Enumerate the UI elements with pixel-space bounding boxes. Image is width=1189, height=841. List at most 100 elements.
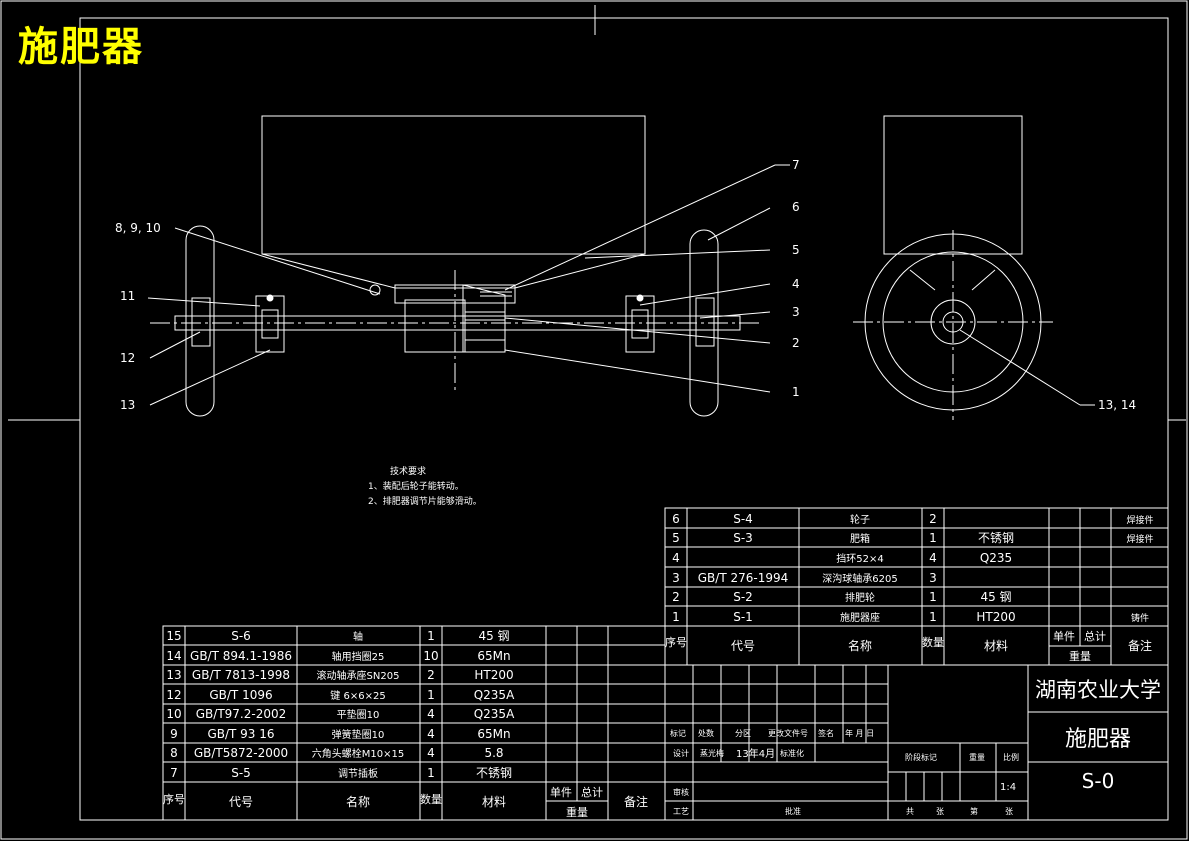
- bom-cell-code: GB/T 276-1994: [698, 571, 789, 585]
- callout-11: 11: [120, 289, 135, 303]
- bom-cell-name: 深沟球轴承6205: [822, 572, 897, 585]
- left-wheel: [185, 225, 215, 417]
- bom-cell-no: 10: [166, 707, 181, 721]
- drawing-title: 施肥器: [18, 24, 144, 70]
- callout-7: 7: [792, 158, 800, 172]
- bom-header-total: 总计: [1084, 629, 1106, 643]
- bom-cell-qty: 2: [929, 512, 937, 526]
- bom-cell-no: 8: [170, 746, 178, 760]
- tb-weight: 重量: [969, 752, 985, 762]
- bom-cell-name: 肥箱: [850, 532, 870, 545]
- bom-cell-name: 弹簧垫圈10: [332, 728, 385, 741]
- bom-cell-material: 不锈钢: [476, 766, 512, 780]
- bom-header-unit: 单件: [1053, 630, 1075, 643]
- bom-cell-qty: 3: [929, 571, 937, 585]
- bom-header-material: 材料: [482, 795, 506, 809]
- bom-cell-qty: 1: [929, 610, 937, 624]
- tb-total: 共: [906, 807, 914, 816]
- tech-item-2: 2、排肥器调节片能够滑动。: [368, 495, 482, 507]
- bom-cell-qty: 1: [929, 590, 937, 604]
- bom-cell-no: 12: [166, 688, 181, 702]
- tech-item-1: 1、装配后轮子能转动。: [368, 480, 464, 492]
- bom-header-unit: 单件: [550, 786, 572, 799]
- bom-cell-code: S-3: [733, 531, 753, 545]
- drawing-number: S-0: [1082, 769, 1115, 793]
- left-hub: [191, 297, 211, 347]
- bom-cell-no: 6: [672, 512, 680, 526]
- bom-cell-name: 排肥轮: [845, 591, 875, 604]
- tb-mark: 标记: [670, 728, 686, 738]
- metering-wheel: [462, 284, 506, 353]
- drawing-name: 施肥器: [1065, 727, 1131, 752]
- bom-cell-qty: 4: [427, 707, 435, 721]
- tb-scale-value: 1:4: [1000, 782, 1016, 793]
- tb-design: 设计: [673, 748, 689, 758]
- tb-stage-mark: 阶段标记: [905, 752, 937, 762]
- bom-cell-code: S-2: [733, 590, 753, 604]
- lower-bom-grid: [162, 625, 888, 821]
- bom-cell-no: 13: [166, 668, 181, 682]
- callout-2: 2: [792, 336, 800, 350]
- bom-cell-code: GB/T 7813-1998: [192, 668, 290, 682]
- bom-cell-code: S-4: [733, 512, 753, 526]
- bom-cell-no: 3: [672, 571, 680, 585]
- tb-date: 年 月 日: [845, 728, 874, 738]
- bom-cell-material: HT200: [976, 610, 1015, 624]
- bom-header-weight: 重量: [566, 805, 588, 819]
- bom-cell-name: 轴: [353, 630, 363, 643]
- tb-design-date: 13年4月: [736, 747, 775, 760]
- bom-cell-code: S-6: [231, 629, 251, 643]
- side-view: [853, 115, 1053, 420]
- bom-header-material: 材料: [984, 639, 1008, 653]
- bom-cell-name: 挡环52×4: [836, 552, 883, 565]
- bom-header-qty: 数量: [420, 793, 442, 806]
- bom-cell-qty: 4: [427, 746, 435, 760]
- bom-cell-no: 2: [672, 590, 680, 604]
- bom-cell-name: 调节插板: [338, 767, 378, 780]
- tb-process: 工艺: [673, 807, 689, 816]
- bom-cell-code: S-5: [231, 766, 251, 780]
- tb-sheets-unit: 张: [936, 807, 944, 816]
- tb-sheet-no: 第: [970, 806, 978, 816]
- title-block-grid: [664, 664, 1169, 821]
- callout-6: 6: [792, 200, 800, 214]
- callout-8-9-10: 8, 9, 10: [115, 221, 161, 235]
- callout-12: 12: [120, 351, 135, 365]
- bom-cell-qty: 2: [427, 668, 435, 682]
- metering-housing: [404, 299, 466, 353]
- bom-header-qty: 数量: [922, 636, 944, 649]
- bom-header-no: 序号: [163, 792, 185, 806]
- callout-13: 13: [120, 398, 135, 412]
- tech-heading: 技术要求: [390, 465, 426, 477]
- bom-cell-no: 4: [672, 551, 680, 565]
- tb-count: 处数: [698, 728, 714, 738]
- bom-cell-qty: 4: [427, 727, 435, 741]
- bom-cell-qty: 1: [427, 629, 435, 643]
- bom-header-name: 名称: [848, 638, 872, 653]
- callout-1: 1: [792, 385, 800, 399]
- bom-cell-name: 平垫圈10: [337, 708, 380, 721]
- bom-header-name: 名称: [346, 794, 370, 809]
- leader-lines: [147, 164, 1095, 406]
- upper-bom-grid: [664, 507, 1169, 666]
- tb-designer: 蒸光梅: [700, 748, 724, 758]
- bom-cell-no: 15: [166, 629, 181, 643]
- tb-scale: 比例: [1003, 752, 1019, 762]
- hopper-box: [261, 115, 646, 255]
- bom-cell-code: GB/T5872-2000: [194, 746, 288, 760]
- bom-cell-qty: 10: [423, 649, 438, 663]
- tb-standardize: 标准化: [780, 748, 804, 758]
- bom-cell-name: 轮子: [850, 513, 870, 526]
- bom-cell-material: Q235A: [474, 688, 515, 702]
- bom-cell-no: 9: [170, 727, 178, 741]
- bom-header-remark: 备注: [1128, 638, 1152, 653]
- bom-cell-qty: 1: [427, 766, 435, 780]
- bom-cell-qty: 1: [427, 688, 435, 702]
- callout-3: 3: [792, 305, 800, 319]
- university-name: 湖南农业大学: [1035, 678, 1161, 702]
- bom-header-remark: 备注: [624, 794, 648, 809]
